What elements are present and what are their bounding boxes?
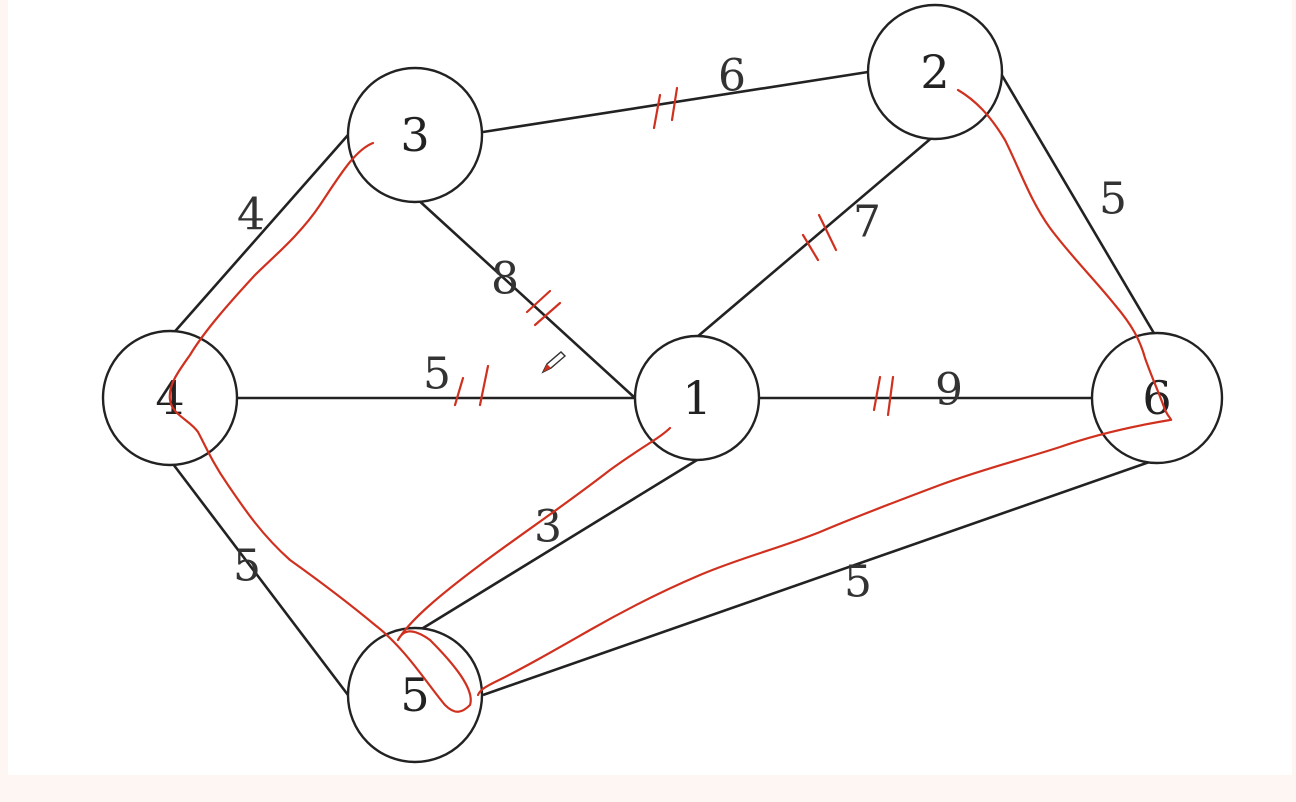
tick-edge-3-2-a bbox=[652, 93, 662, 130]
weight-4-1: 5 bbox=[423, 349, 451, 400]
tick-edge-3-2-b bbox=[670, 86, 679, 122]
node-1-circle bbox=[633, 334, 761, 462]
tick-edge-4-1-b bbox=[478, 364, 490, 407]
edge-weights: 6 5 7 4 8 5 9 5 3 5 bbox=[233, 51, 1127, 608]
node-2-circle bbox=[866, 3, 1004, 141]
weight-3-4: 4 bbox=[237, 190, 265, 241]
node-3-circle bbox=[346, 66, 484, 204]
pen-cursor-icon bbox=[541, 351, 567, 374]
node-6-label: 6 bbox=[1142, 371, 1171, 425]
node-2: 2 bbox=[866, 3, 1004, 141]
node-3-label: 3 bbox=[400, 108, 429, 162]
red-ink-annotations bbox=[168, 86, 1173, 713]
node-6-circle bbox=[1090, 331, 1224, 465]
tick-edge-4-1-a bbox=[453, 376, 465, 407]
tick-edge-3-1-a bbox=[525, 289, 552, 314]
weight-1-6: 9 bbox=[935, 365, 963, 416]
weight-2-1: 7 bbox=[853, 197, 881, 248]
node-1: 1 bbox=[633, 334, 761, 462]
node-5-label: 5 bbox=[400, 668, 429, 722]
edge-5-6 bbox=[482, 458, 1156, 697]
node-1-label: 1 bbox=[682, 371, 711, 425]
weight-3-1: 8 bbox=[491, 254, 519, 305]
tick-edge-3-1-b bbox=[533, 301, 562, 327]
edge-2-1 bbox=[696, 134, 936, 338]
weight-2-6: 5 bbox=[1099, 174, 1127, 225]
node-2-label: 2 bbox=[920, 45, 949, 99]
edge-1-5 bbox=[414, 458, 698, 635]
node-5-circle bbox=[346, 626, 484, 764]
tick-edge-2-1-a bbox=[801, 233, 820, 262]
node-6: 6 bbox=[1090, 331, 1224, 465]
edge-4-5 bbox=[168, 459, 350, 696]
node-3: 3 bbox=[346, 66, 484, 204]
weight-5-6: 5 bbox=[844, 557, 872, 608]
tick-edge-1-6-b bbox=[886, 375, 895, 417]
tick-edge-2-1-b bbox=[817, 213, 838, 252]
edge-3-1 bbox=[414, 196, 636, 399]
edge-3-4 bbox=[169, 134, 349, 338]
ink-path-2-6-5 bbox=[476, 88, 1173, 697]
edge-2-6 bbox=[998, 71, 1157, 336]
edges bbox=[168, 70, 1157, 697]
weight-4-5: 5 bbox=[233, 541, 261, 592]
node-5: 5 bbox=[346, 626, 484, 764]
weight-3-2: 6 bbox=[718, 51, 746, 102]
tick-edge-1-6-a bbox=[872, 375, 882, 412]
ink-path-3-4-5-1 bbox=[168, 141, 672, 713]
